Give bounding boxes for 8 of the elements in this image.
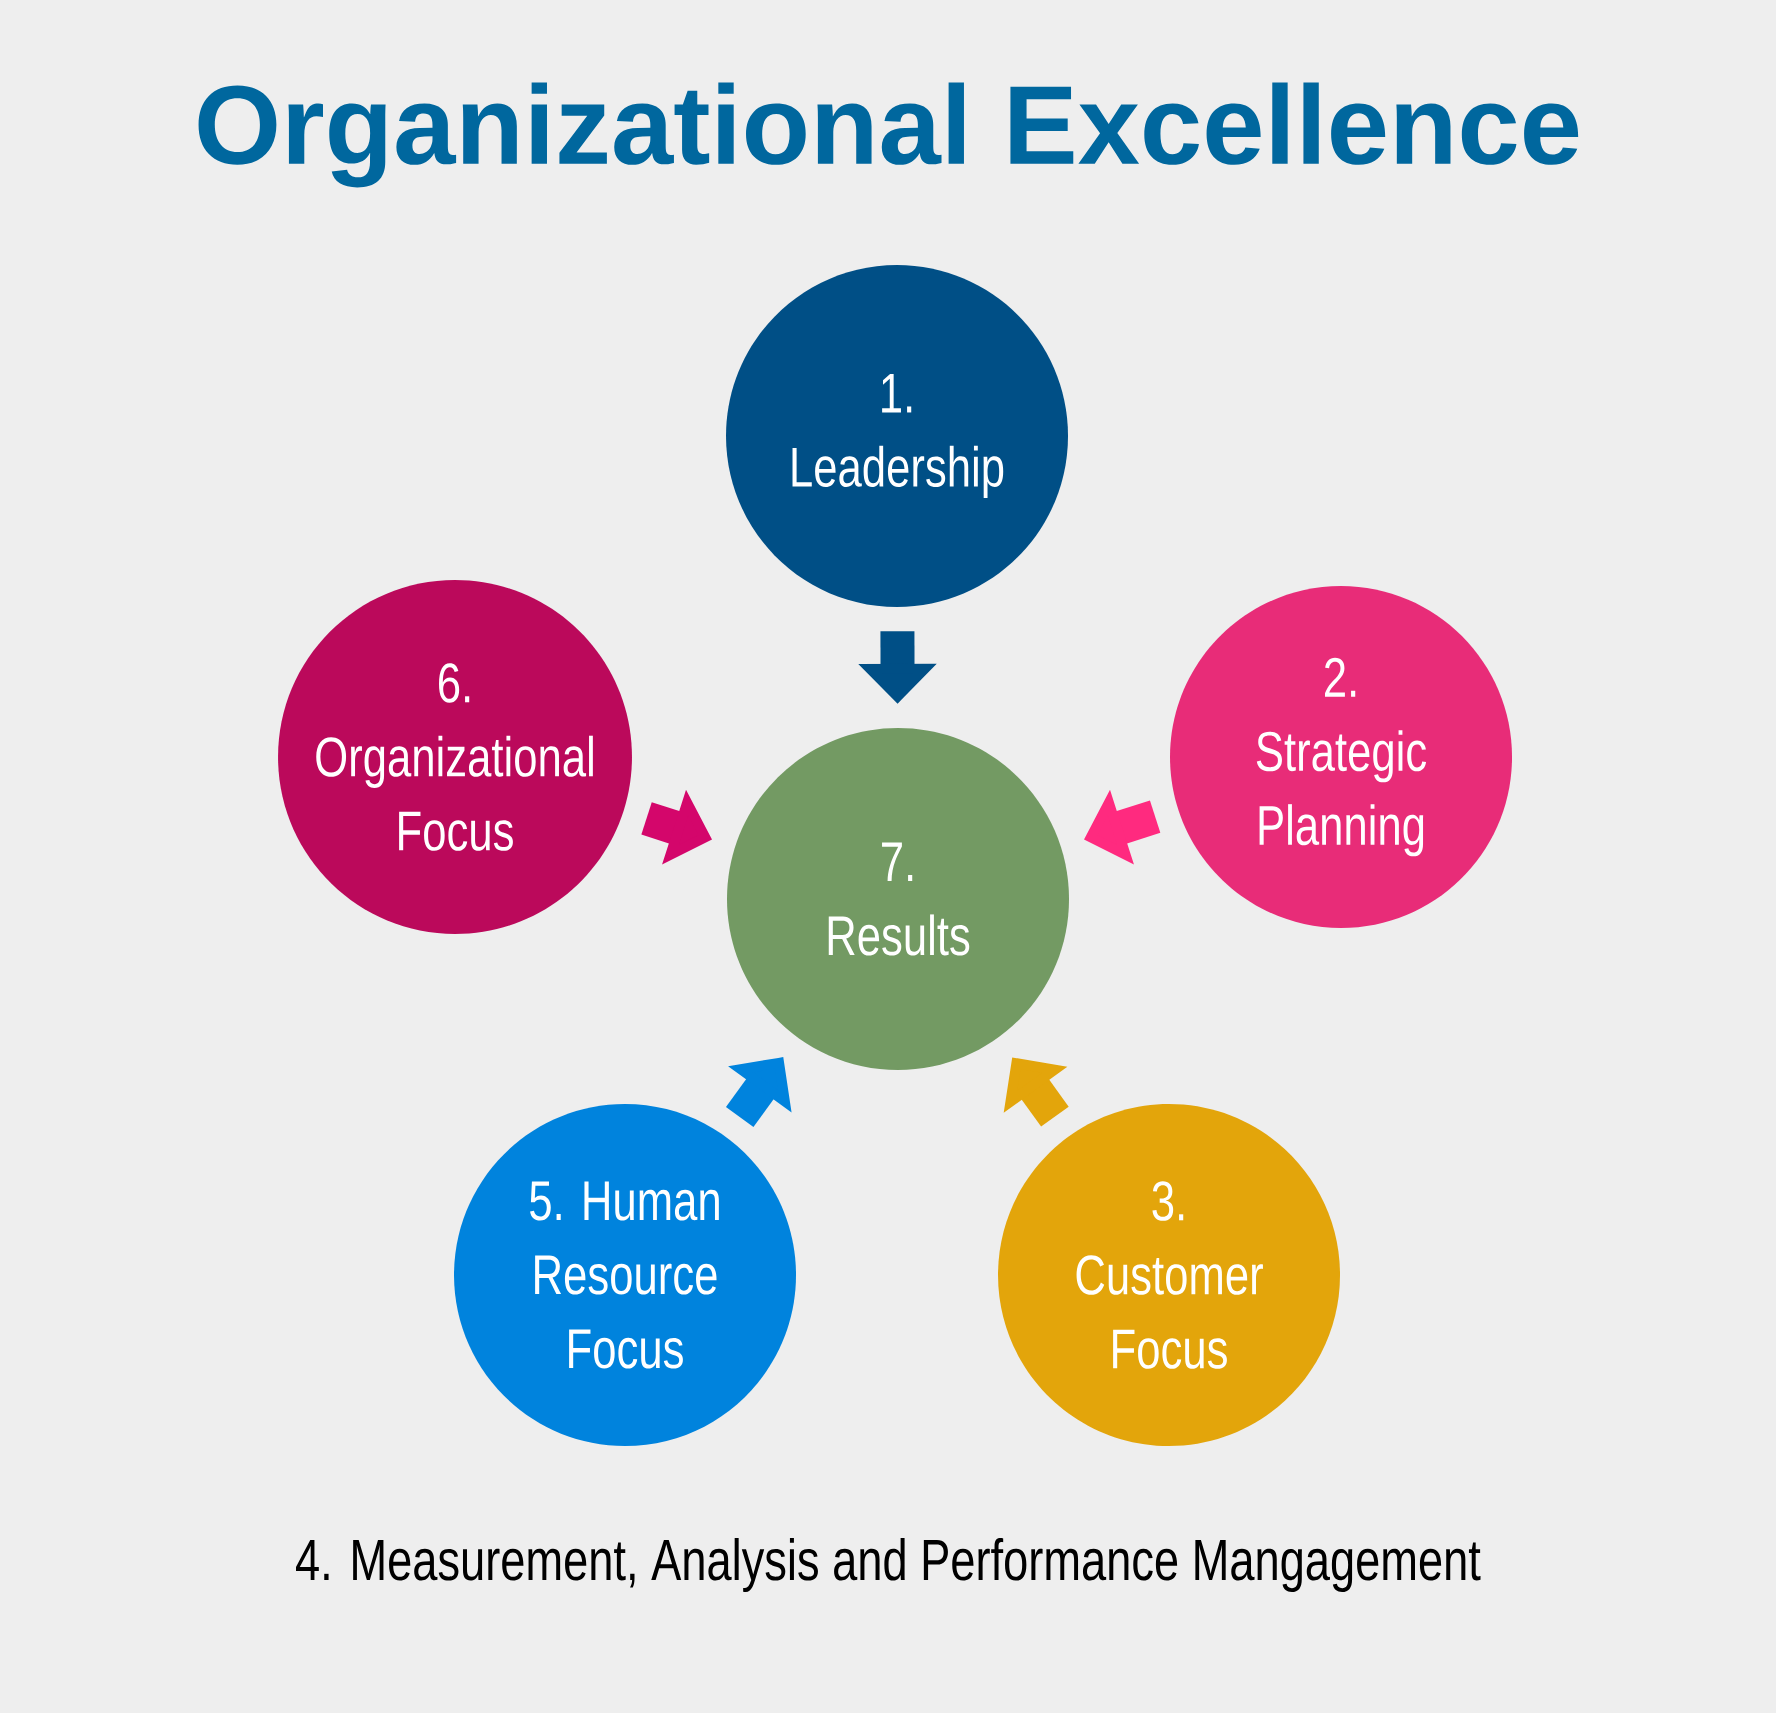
circle-node: 6. Organizational Focus: [278, 580, 632, 934]
circle-node: 7. Results: [727, 728, 1069, 1070]
circle-node: 2. Strategic Planning: [1170, 586, 1512, 928]
circle-node: 1. Leadership: [726, 265, 1068, 607]
circle-node: 5. Human Resource Focus: [454, 1104, 796, 1446]
circle-node: 3. Customer Focus: [998, 1104, 1340, 1446]
curved-caption: 4. Measurement, Analysis and Performance Mangagement: [296, 1538, 1481, 1593]
title: Organizational Excellence: [198, 82, 1579, 188]
